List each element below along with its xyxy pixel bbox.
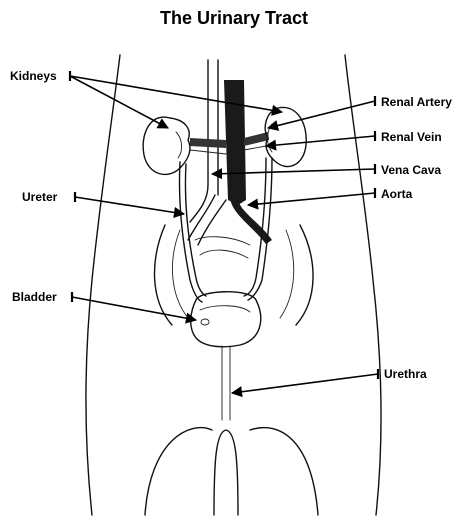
leader-lines — [70, 71, 378, 393]
label-renal-vein: Renal Vein — [381, 130, 442, 144]
label-renal-artery: Renal Artery — [381, 95, 452, 109]
label-vena-cava: Vena Cava — [381, 163, 441, 177]
label-ureter: Ureter — [22, 190, 58, 204]
great-vessels — [188, 60, 272, 258]
urethra — [214, 346, 238, 515]
pelvis-outline — [155, 225, 314, 325]
left-kidney — [143, 117, 190, 174]
label-bladder: Bladder — [12, 290, 57, 304]
label-kidneys: Kidneys — [10, 69, 57, 83]
bladder — [191, 292, 261, 347]
label-aorta: Aorta — [381, 187, 413, 201]
label-urethra: Urethra — [384, 367, 427, 381]
